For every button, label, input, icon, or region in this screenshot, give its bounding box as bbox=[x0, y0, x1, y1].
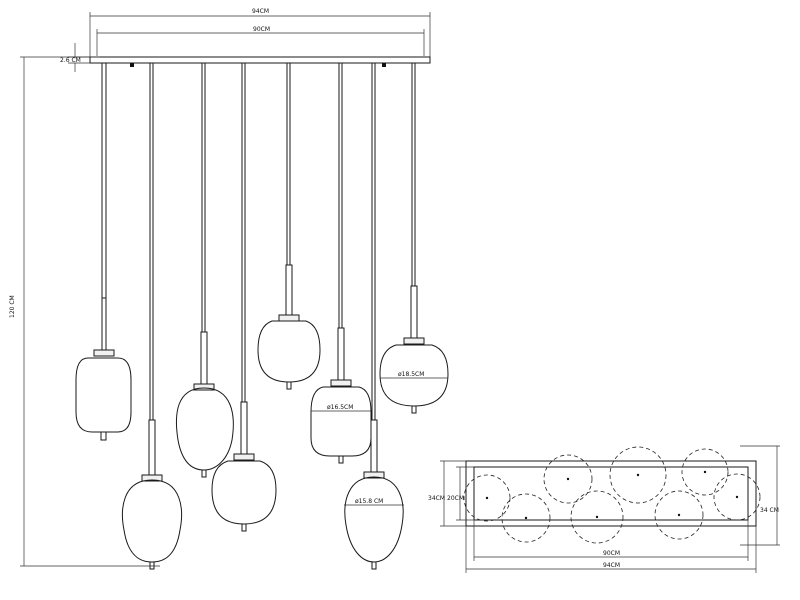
top-shade-2 bbox=[501, 493, 551, 543]
dim-canopy-height: 2.6 CM bbox=[60, 43, 90, 72]
pendant-5 bbox=[257, 63, 321, 390]
pendant-1 bbox=[75, 63, 132, 441]
dim-front-canopy-width: 90CM bbox=[96, 26, 425, 56]
label-120cm: 120 CM bbox=[9, 295, 16, 318]
label-top-34cm-right: 34 CM bbox=[760, 507, 779, 514]
label-top-90cm: 90CM bbox=[603, 550, 620, 557]
top-shade-1 bbox=[463, 474, 511, 522]
top-shade-6 bbox=[654, 490, 704, 540]
label-top-94cm: 94CM bbox=[603, 562, 620, 569]
label-90cm: 90CM bbox=[253, 26, 270, 33]
pendant-6: ø16.5CM bbox=[310, 63, 372, 464]
label-diameter-16-5: ø16.5CM bbox=[327, 404, 353, 411]
canopy-screw-left bbox=[130, 63, 134, 67]
top-shade-3 bbox=[543, 454, 593, 504]
canopy-screw-right bbox=[382, 63, 386, 67]
label-94cm: 94CM bbox=[252, 8, 269, 15]
top-shade-7 bbox=[681, 448, 729, 496]
top-view-outer-rect bbox=[465, 460, 757, 527]
top-shade-4 bbox=[570, 490, 624, 544]
label-top-20cm: 20CM bbox=[447, 495, 464, 502]
pendant-2 bbox=[121, 63, 183, 570]
canopy-plate bbox=[89, 56, 431, 64]
top-view-inner-rect bbox=[473, 466, 749, 521]
label-2-6cm: 2.6 CM bbox=[60, 57, 81, 64]
dim-total-height: 120 CM bbox=[9, 56, 160, 567]
top-shade-8 bbox=[713, 473, 761, 521]
top-shade-5 bbox=[609, 446, 667, 504]
label-diameter-15-8: ø15.8 CM bbox=[355, 498, 383, 505]
pendant-8: ø18.5CM bbox=[379, 63, 449, 414]
pendant-4 bbox=[211, 63, 277, 532]
top-view: 34CM 20CM 34 CM 90CM 94CM bbox=[428, 445, 780, 573]
pendant-3 bbox=[175, 63, 234, 478]
label-top-34cm-left: 34CM bbox=[428, 495, 445, 502]
dim-front-total-width: 94CM bbox=[89, 8, 431, 60]
pendant-7: ø15.8 CM bbox=[344, 63, 404, 570]
label-diameter-18-5: ø18.5CM bbox=[398, 371, 424, 378]
